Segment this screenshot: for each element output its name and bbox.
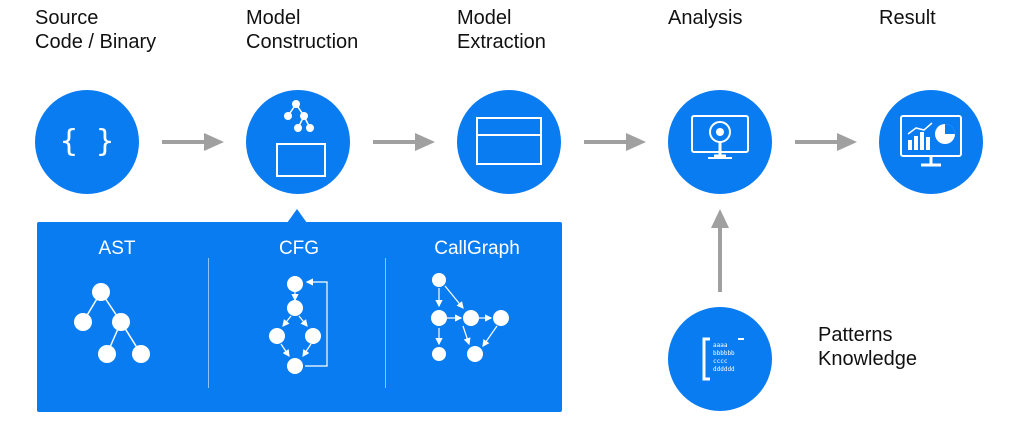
arrow-source-to-construction [162, 133, 224, 151]
monitor-search-icon [691, 115, 749, 159]
stage-label-construction: Model Construction [246, 7, 359, 53]
result-node [879, 90, 983, 194]
panel-divider [385, 258, 386, 388]
ast-title: AST [98, 238, 136, 259]
patterns-knowledge-node: aaaa bbbbbb cccc dddddd [668, 307, 772, 411]
callgraph-graph [431, 273, 509, 362]
window-icon [476, 117, 542, 165]
pattern-line: aaaa [713, 342, 728, 349]
arrow-analysis-to-result [795, 133, 857, 151]
callgraph-title: CallGraph [434, 238, 520, 259]
stage-label-result: Result [879, 7, 936, 29]
pattern-line: dddddd [713, 366, 735, 373]
arrow-construction-to-extraction [373, 133, 435, 151]
arrow-extraction-to-analysis [584, 133, 646, 151]
model-types-panel: AST CFG CallGraph [37, 222, 562, 412]
patterns-knowledge-label: Patterns Knowledge [818, 324, 917, 370]
source-code-node: { } [35, 90, 139, 194]
panel-pointer [287, 209, 307, 223]
stage-label-source: Source Code / Binary [35, 7, 157, 53]
pattern-line: cccc [713, 358, 728, 365]
ast-tree-graph [74, 283, 150, 363]
monitor-chart-icon [900, 115, 962, 167]
model-extraction-node [457, 90, 561, 194]
cfg-graph [269, 276, 328, 374]
pattern-document-icon: aaaa bbbbbb cccc dddddd [702, 337, 744, 381]
tree-box-icon [276, 100, 326, 177]
pattern-line: bbbbbb [713, 350, 735, 357]
model-construction-node [246, 90, 350, 194]
arrow-patterns-to-analysis [711, 209, 729, 292]
analysis-node [668, 90, 772, 194]
stage-label-analysis: Analysis [668, 7, 743, 29]
curly-braces-icon: { } [59, 124, 115, 159]
stage-label-extraction: Model Extraction [457, 7, 546, 53]
panel-divider [208, 258, 209, 388]
cfg-title: CFG [278, 238, 320, 259]
